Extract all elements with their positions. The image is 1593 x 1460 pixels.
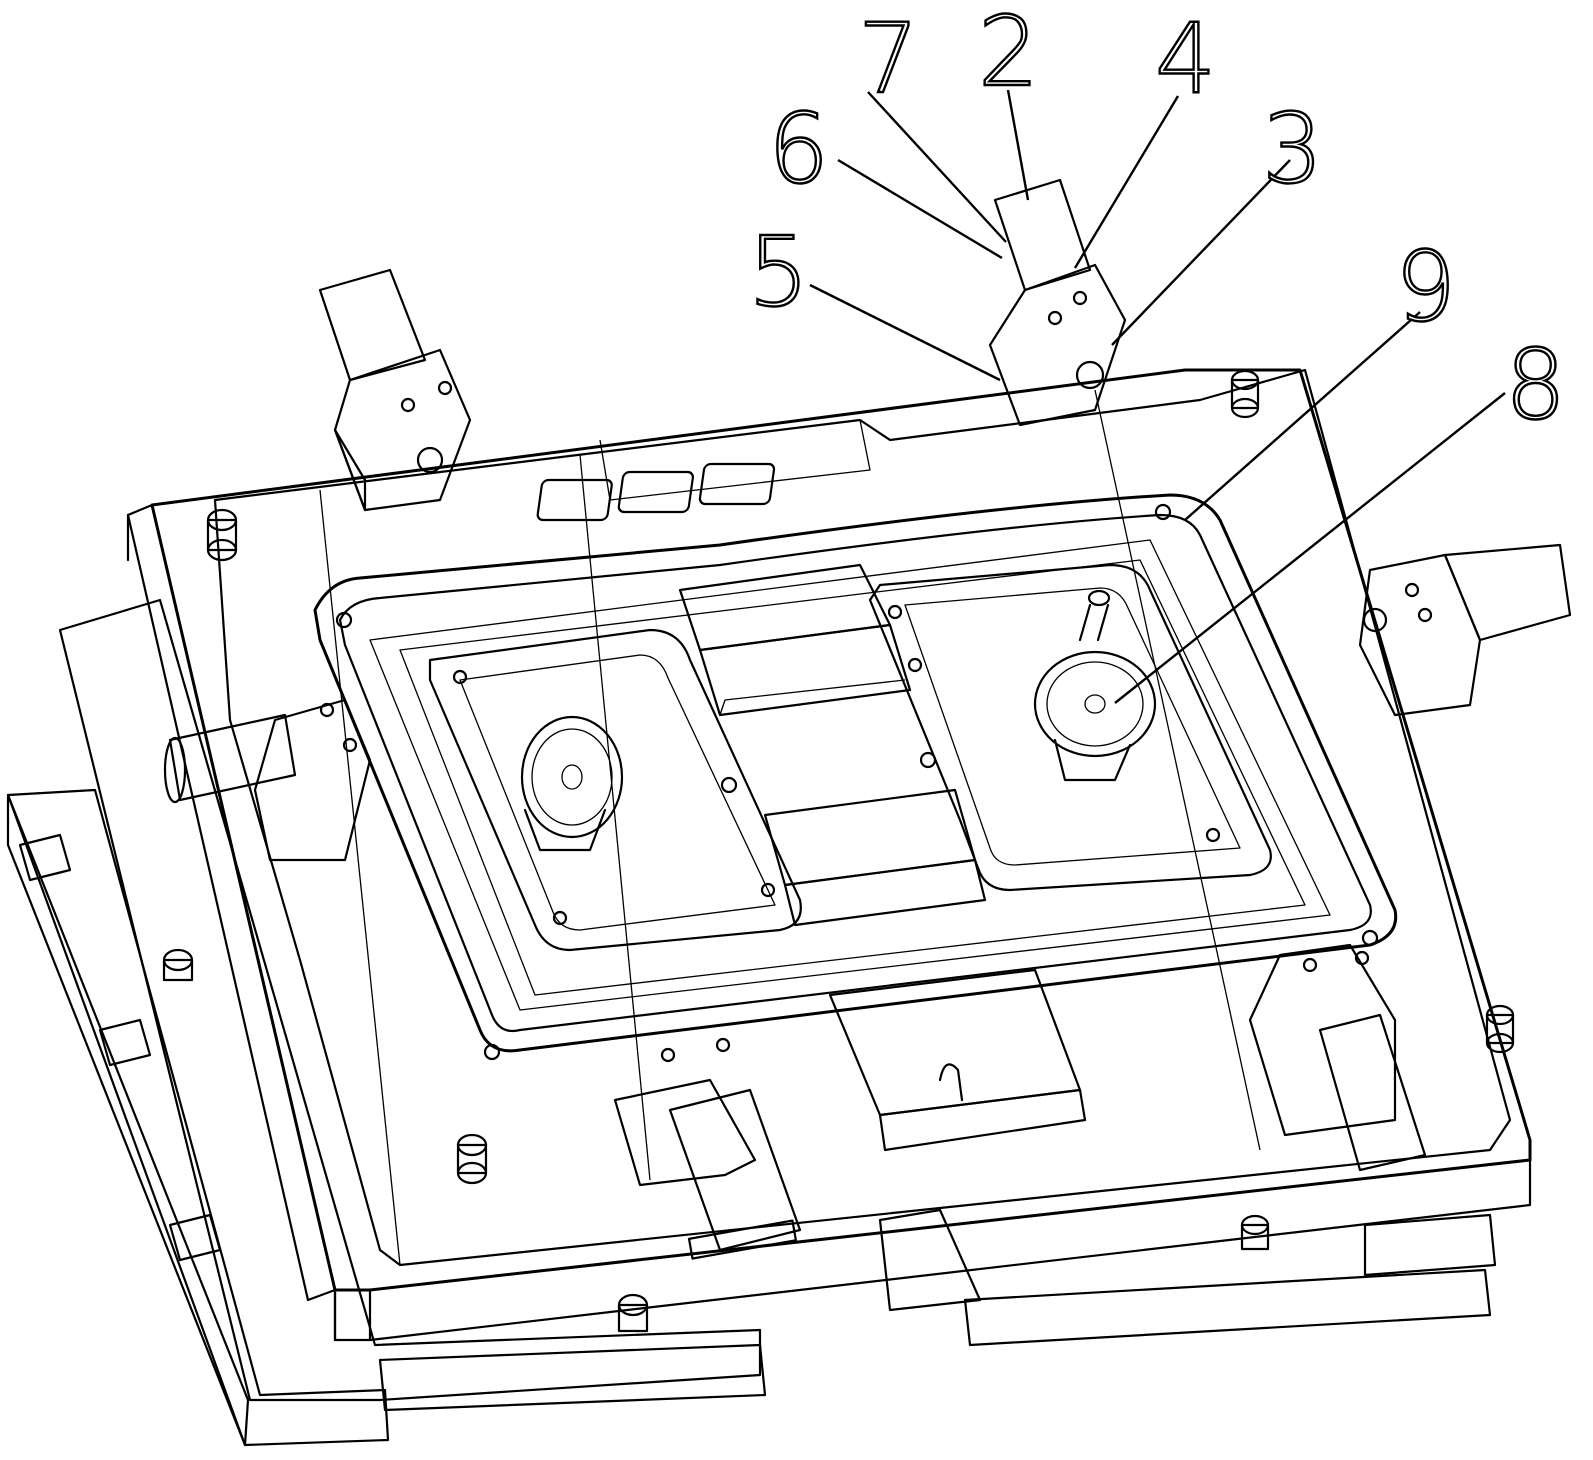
leader-7: [867, 91, 1007, 243]
base-plates: [6, 598, 1497, 1447]
callout-8: 8: [1505, 329, 1566, 441]
leader-9: [1184, 311, 1421, 521]
cylinder-left: [163, 698, 372, 862]
leader-6: [837, 158, 1003, 260]
cavity-frame: [313, 462, 1398, 1061]
callout-3: 3: [1262, 93, 1323, 205]
callout-5: 5: [748, 216, 809, 328]
cylinder-top-left: [318, 268, 472, 512]
leader-5: [809, 283, 1001, 382]
callout-9: 9: [1395, 231, 1456, 343]
callout-7: 7: [858, 3, 919, 115]
cylinder-bottom-right: [1248, 943, 1427, 1172]
callout-leaders: [809, 89, 1506, 704]
bottom-center-plate: [828, 968, 1087, 1312]
cylinder-top-right: [988, 178, 1127, 427]
callout-4: 4: [1155, 3, 1216, 115]
cylinder-bottom-center: [613, 1037, 802, 1260]
main-mold-block: [126, 368, 1532, 1342]
callout-2: 2: [978, 0, 1039, 108]
burner-inserts: [520, 589, 1157, 852]
leader-8: [1114, 392, 1506, 704]
callout-6: 6: [768, 93, 829, 205]
leader-3: [1111, 159, 1291, 346]
callout-labels: 7 2 4 6 3 5 9 8: [747, 0, 1567, 442]
leader-4: [1073, 95, 1180, 269]
leader-2: [1006, 89, 1030, 201]
cylinder-right: [1358, 543, 1572, 717]
guide-bushings: [162, 369, 1515, 1333]
